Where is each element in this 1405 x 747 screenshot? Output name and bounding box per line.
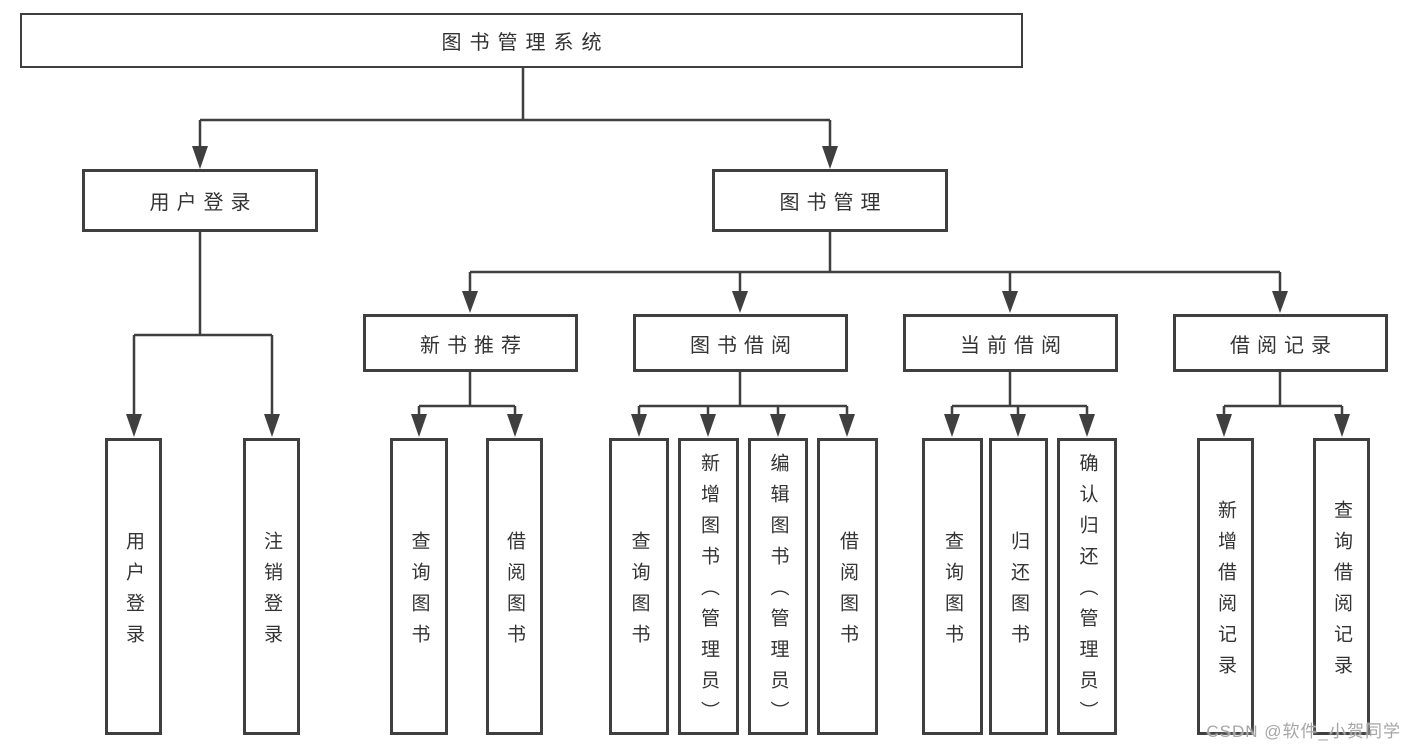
node-borrow-records-label: 借阅记录: [1230, 334, 1338, 357]
node-borrow-records: 借阅记录: [1173, 314, 1388, 372]
leaf-return-book-label: 归还图书: [1008, 530, 1029, 655]
borrow-records-split-lines: [1222, 372, 1344, 415]
new-book-recommend-split-lines: [417, 372, 517, 415]
leaf-borrow-query-books: 查询图书: [609, 438, 669, 735]
book-management-split-lines: [468, 232, 1282, 293]
leaf-edit-book-admin-label: 编辑图书（管理员）: [767, 453, 789, 732]
current-borrow-split-lines: [950, 372, 1089, 415]
leaf-add-borrow-record: 新增借阅记录: [1197, 438, 1254, 735]
leaf-confirm-return-admin-label: 确认归还（管理员）: [1076, 453, 1098, 732]
node-book-borrow: 图书借阅: [633, 314, 848, 372]
node-new-book-recommend: 新书推荐: [363, 314, 578, 372]
leaf-add-book-admin: 新增图书（管理员）: [678, 438, 739, 735]
node-root-label: 图书管理系统: [441, 32, 610, 54]
node-book-management-label: 图书管理: [779, 192, 888, 214]
leaf-borrow-books-label: 借阅图书: [837, 530, 858, 655]
leaf-borrow-books: 借阅图书: [817, 438, 878, 735]
node-root: 图书管理系统: [20, 13, 1023, 68]
leaf-logout-label: 注销登录: [261, 530, 282, 655]
node-new-book-recommend-label: 新书推荐: [420, 334, 528, 357]
leaf-recommend-query-books: 查询图书: [390, 438, 448, 735]
leaf-user-login-label: 用户登录: [123, 530, 144, 655]
leaf-query-borrow-record-label: 查询借阅记录: [1331, 499, 1352, 686]
leaf-query-borrow-record: 查询借阅记录: [1313, 438, 1370, 735]
root-split-lines: [198, 68, 832, 147]
leaf-recommend-borrow-books: 借阅图书: [486, 438, 543, 735]
node-book-borrow-label: 图书借阅: [690, 334, 798, 357]
leaf-add-book-admin-label: 新增图书（管理员）: [698, 453, 719, 732]
leaf-user-login: 用户登录: [105, 438, 162, 735]
node-current-borrow-label: 当前借阅: [960, 334, 1068, 357]
leaf-add-borrow-record-label: 新增借阅记录: [1215, 499, 1236, 686]
book-borrow-split-lines: [637, 372, 849, 415]
leaf-borrow-query-books-label: 查询图书: [628, 530, 650, 655]
leaf-current-query-books: 查询图书: [922, 438, 983, 735]
user-login-split-lines: [132, 232, 274, 415]
leaf-logout: 注销登录: [243, 438, 300, 735]
leaf-return-book: 归还图书: [989, 438, 1048, 735]
leaf-recommend-borrow-books-label: 借阅图书: [504, 530, 525, 655]
leaf-current-query-books-label: 查询图书: [942, 530, 963, 655]
leaf-recommend-query-books-label: 查询图书: [408, 530, 430, 655]
leaf-confirm-return-admin: 确认归还（管理员）: [1057, 438, 1117, 735]
leaf-edit-book-admin: 编辑图书（管理员）: [748, 438, 808, 735]
node-current-borrow: 当前借阅: [903, 314, 1118, 372]
node-book-management: 图书管理: [712, 169, 948, 232]
node-user-login-label: 用户登录: [149, 192, 258, 214]
csdn-watermark: CSDN @软件_小贺同学: [1206, 722, 1401, 741]
node-user-login: 用户登录: [82, 169, 318, 232]
